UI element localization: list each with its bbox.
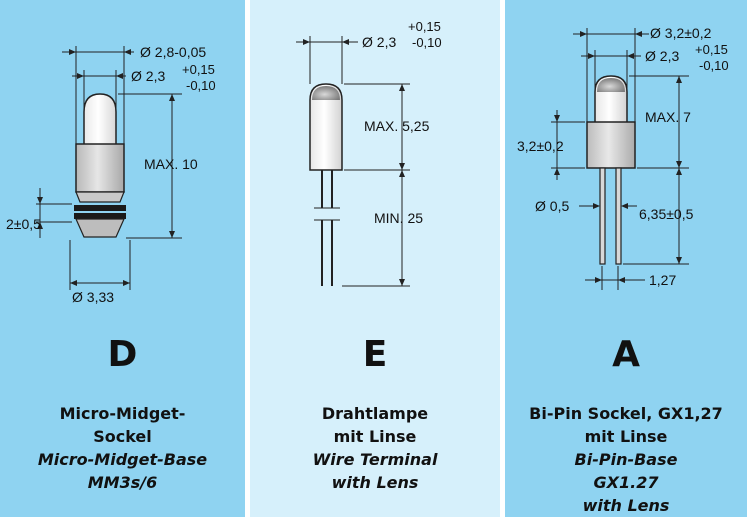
drawing-micro-midget: Ø 2,8-0,05 Ø 2,3 +0,15 -0,10 MAX. 10 2±0… <box>6 44 216 305</box>
dim-outer-dia: Ø 3,2±0,2 <box>650 25 712 41</box>
pin-left <box>599 167 606 265</box>
lamp-socket <box>75 143 125 193</box>
panel-bi-pin: Ø 3,2±0,2 Ø 2,3 +0,15 -0,10 MAX. 7 3,2±0… <box>505 0 747 517</box>
dim-max-length: MAX. 5,25 <box>364 118 430 134</box>
caption: Drahtlampe mit Linse Wire Terminal with … <box>250 402 500 494</box>
lamp-socket <box>586 121 636 169</box>
lamp-glass <box>83 93 117 147</box>
panel-wire-terminal: Ø 2,3 +0,15 -0,10 MAX. 5,25 MIN. 25 E Dr… <box>250 0 500 517</box>
dim-inner-dia: Ø 2,3 <box>645 48 679 64</box>
caption-line: mit Linse <box>584 427 668 446</box>
panel-micro-midget: Ø 2,8-0,05 Ø 2,3 +0,15 -0,10 MAX. 10 2±0… <box>0 0 245 517</box>
socket-taper <box>75 191 125 203</box>
caption-line: Drahtlampe <box>321 404 429 423</box>
dim-pin-length: 6,35±0,5 <box>639 206 694 222</box>
dim-groove: 2±0,5 <box>6 216 41 232</box>
groove-ring <box>74 213 126 219</box>
lamp-lens <box>312 86 340 100</box>
dim-socket-height: 3,2±0,2 <box>517 138 564 154</box>
lamp-lens <box>597 78 625 92</box>
drawing-bi-pin: Ø 3,2±0,2 Ø 2,3 +0,15 -0,10 MAX. 7 3,2±0… <box>517 25 729 290</box>
dim-dia: Ø 2,3 <box>362 34 396 50</box>
dim-base-dia: Ø 3,33 <box>72 289 114 305</box>
caption-line: Bi-Pin-Base <box>574 450 678 469</box>
dim-min-wire: MIN. 25 <box>374 210 423 226</box>
drawing-wire-terminal: Ø 2,3 +0,15 -0,10 MAX. 5,25 MIN. 25 <box>296 19 442 287</box>
caption-line: Micro-Midget-Base <box>37 450 208 469</box>
pin-right <box>615 167 622 265</box>
caption-line: GX1.27 <box>593 473 659 492</box>
dim-tol-plus: +0,15 <box>408 19 441 34</box>
dim-max-length: MAX. 10 <box>144 156 198 172</box>
dim-pin-dia: Ø 0,5 <box>535 198 569 214</box>
caption-line: Micro-Midget- <box>59 404 186 423</box>
caption-line: mit Linse <box>333 427 417 446</box>
type-letter: D <box>107 334 138 375</box>
dim-tol-minus: -0,10 <box>412 35 442 50</box>
dim-max-length: MAX. 7 <box>645 109 691 125</box>
dim-inner-dia: Ø 2,3 <box>131 68 165 84</box>
caption: Micro-Midget- Sockel Micro-Midget-Base M… <box>0 402 245 494</box>
dim-outer-dia: Ø 2,8-0,05 <box>140 44 206 60</box>
caption-line: MM3s/6 <box>87 473 158 492</box>
type-letter: A <box>612 334 640 375</box>
caption: Bi-Pin Sockel, GX1,27 mit Linse Bi-Pin-B… <box>505 402 747 517</box>
caption-line: with Lens <box>582 496 670 515</box>
dim-tol-plus: +0,15 <box>695 42 728 57</box>
dim-tol-minus: -0,10 <box>699 58 729 73</box>
lamp-tip <box>75 218 125 238</box>
caption-line: Bi-Pin Sockel, GX1,27 <box>529 404 723 423</box>
dim-tol-minus: -0,10 <box>186 78 216 93</box>
groove-ring <box>74 205 126 211</box>
caption-line: Wire Terminal <box>312 450 438 469</box>
dim-tol-plus: +0,15 <box>182 62 215 77</box>
dim-pin-pitch: 1,27 <box>649 272 676 288</box>
type-letter: E <box>362 334 388 375</box>
lamp-glass <box>309 83 343 171</box>
caption-line: with Lens <box>331 473 419 492</box>
caption-line: Sockel <box>93 427 152 446</box>
